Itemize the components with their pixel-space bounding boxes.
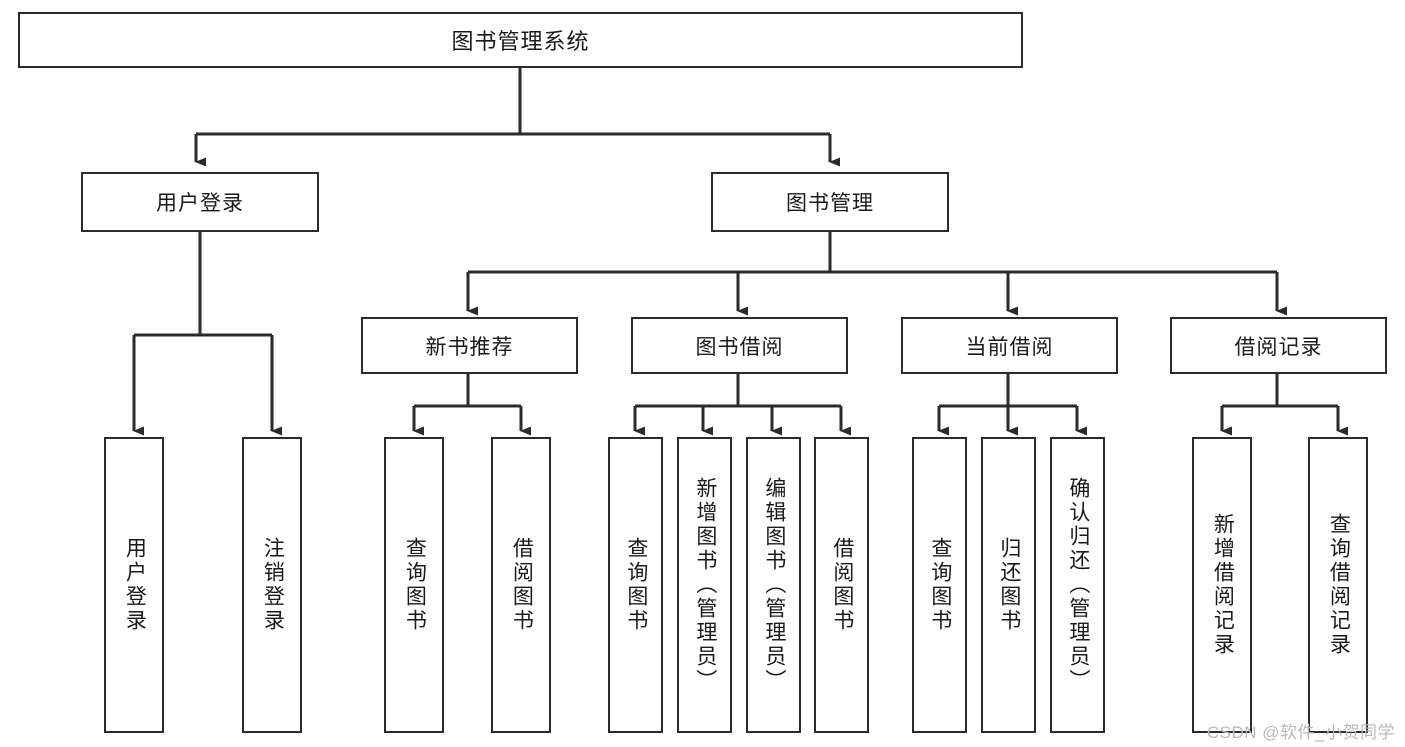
node-leaf-query-book-1[interactable]: 查询图书	[384, 437, 444, 733]
node-book-management[interactable]: 图书管理	[711, 172, 949, 232]
node-label: 查询图书	[624, 537, 648, 633]
node-user-login[interactable]: 用户登录	[81, 172, 319, 232]
node-label: 借阅图书	[510, 537, 534, 633]
node-label: 归还图书	[997, 537, 1021, 633]
node-label: 用户登录	[123, 537, 147, 633]
node-leaf-query-record[interactable]: 查询借阅记录	[1308, 437, 1368, 733]
node-leaf-edit-book[interactable]: 编辑图书（管理员）	[746, 437, 801, 733]
node-leaf-confirm-return[interactable]: 确认归还（管理员）	[1050, 437, 1105, 733]
node-label: 查询图书	[928, 537, 952, 633]
node-leaf-return-book[interactable]: 归还图书	[981, 437, 1036, 733]
node-label: 确认归还（管理员）	[1066, 477, 1090, 693]
node-label: 注销登录	[261, 537, 285, 633]
csdn-watermark: CSDN @软件_小贺同学	[1206, 723, 1395, 742]
node-label: 图书管理	[786, 192, 874, 215]
node-leaf-borrow-book-1[interactable]: 借阅图书	[491, 437, 551, 733]
node-root-system[interactable]: 图书管理系统	[18, 12, 1023, 68]
node-label: 借阅图书	[830, 537, 854, 633]
node-label: 新书推荐	[425, 335, 514, 359]
node-label: 查询借阅记录	[1327, 513, 1351, 657]
node-leaf-add-book[interactable]: 新增图书（管理员）	[677, 437, 732, 733]
node-leaf-user-logout[interactable]: 注销登录	[242, 437, 302, 733]
node-label: 借阅记录	[1234, 335, 1323, 359]
node-new-book-recommend[interactable]: 新书推荐	[361, 317, 578, 374]
node-leaf-query-book-2[interactable]: 查询图书	[608, 437, 663, 733]
node-current-borrow[interactable]: 当前借阅	[901, 317, 1118, 374]
node-label: 新增借阅记录	[1211, 513, 1235, 657]
node-label: 查询图书	[403, 537, 427, 633]
node-label: 图书借阅	[695, 335, 784, 359]
node-label: 当前借阅	[965, 335, 1054, 359]
node-borrow-record[interactable]: 借阅记录	[1170, 317, 1387, 374]
node-leaf-add-record[interactable]: 新增借阅记录	[1192, 437, 1252, 733]
node-label: 图书管理系统	[451, 29, 590, 54]
node-label: 用户登录	[156, 192, 244, 215]
node-leaf-user-login[interactable]: 用户登录	[104, 437, 164, 733]
node-leaf-query-book-3[interactable]: 查询图书	[912, 437, 967, 733]
node-book-borrow[interactable]: 图书借阅	[631, 317, 848, 374]
node-label: 编辑图书（管理员）	[762, 477, 786, 693]
node-label: 新增图书（管理员）	[693, 477, 717, 693]
node-leaf-borrow-book-2[interactable]: 借阅图书	[814, 437, 869, 733]
